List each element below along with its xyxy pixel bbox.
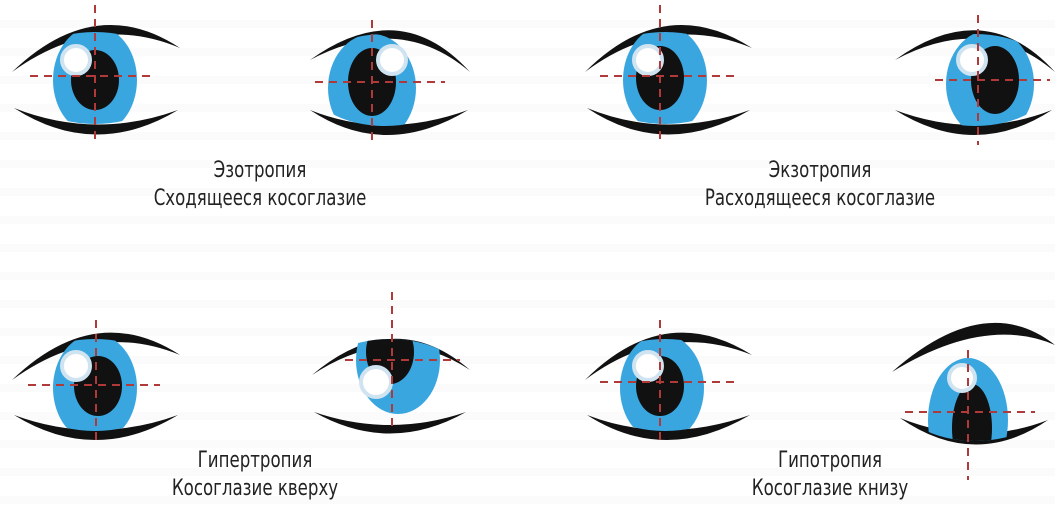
lower-eyelid — [314, 412, 466, 434]
eye-left-deviated — [585, 5, 752, 140]
panel-exotropia — [585, 5, 1055, 145]
caption-term: Экзотропия — [669, 157, 971, 185]
eye-left-normal — [585, 320, 752, 445]
eye-right-deviated — [312, 292, 470, 434]
eye-left-normal — [12, 5, 180, 140]
highlight — [634, 352, 662, 380]
pupil — [952, 384, 992, 472]
highlight — [62, 352, 90, 380]
caption-term: Гипотропия — [721, 447, 939, 475]
highlight — [634, 46, 662, 74]
panel-esotropia — [12, 5, 470, 145]
eye-left-normal — [12, 320, 180, 445]
caption-hypertropia: Гипертропия Косоглазие кверху — [142, 447, 369, 503]
caption-description: Расходящееся косоглазие — [669, 185, 971, 213]
caption-term: Гипертропия — [142, 447, 369, 475]
caption-exotropia: Экзотропия Расходящееся косоглазие — [669, 157, 971, 213]
panel-hypertropia — [12, 292, 470, 445]
caption-hypotropia: Гипотропия Косоглазие книзу — [721, 447, 939, 503]
highlight — [378, 46, 406, 74]
caption-description: Сходящееся косоглазие — [126, 185, 395, 213]
caption-description: Косоглазие кверху — [142, 475, 369, 503]
eye-right-deviated — [895, 15, 1055, 145]
highlight — [949, 365, 975, 391]
caption-term: Эзотропия — [126, 157, 395, 185]
highlight — [361, 367, 391, 397]
highlight — [958, 46, 986, 74]
caption-description: Косоглазие книзу — [721, 475, 939, 503]
eye-right-deviated — [310, 20, 470, 145]
highlight — [62, 46, 90, 74]
caption-esotropia: Эзотропия Сходящееся косоглазие — [126, 157, 395, 213]
